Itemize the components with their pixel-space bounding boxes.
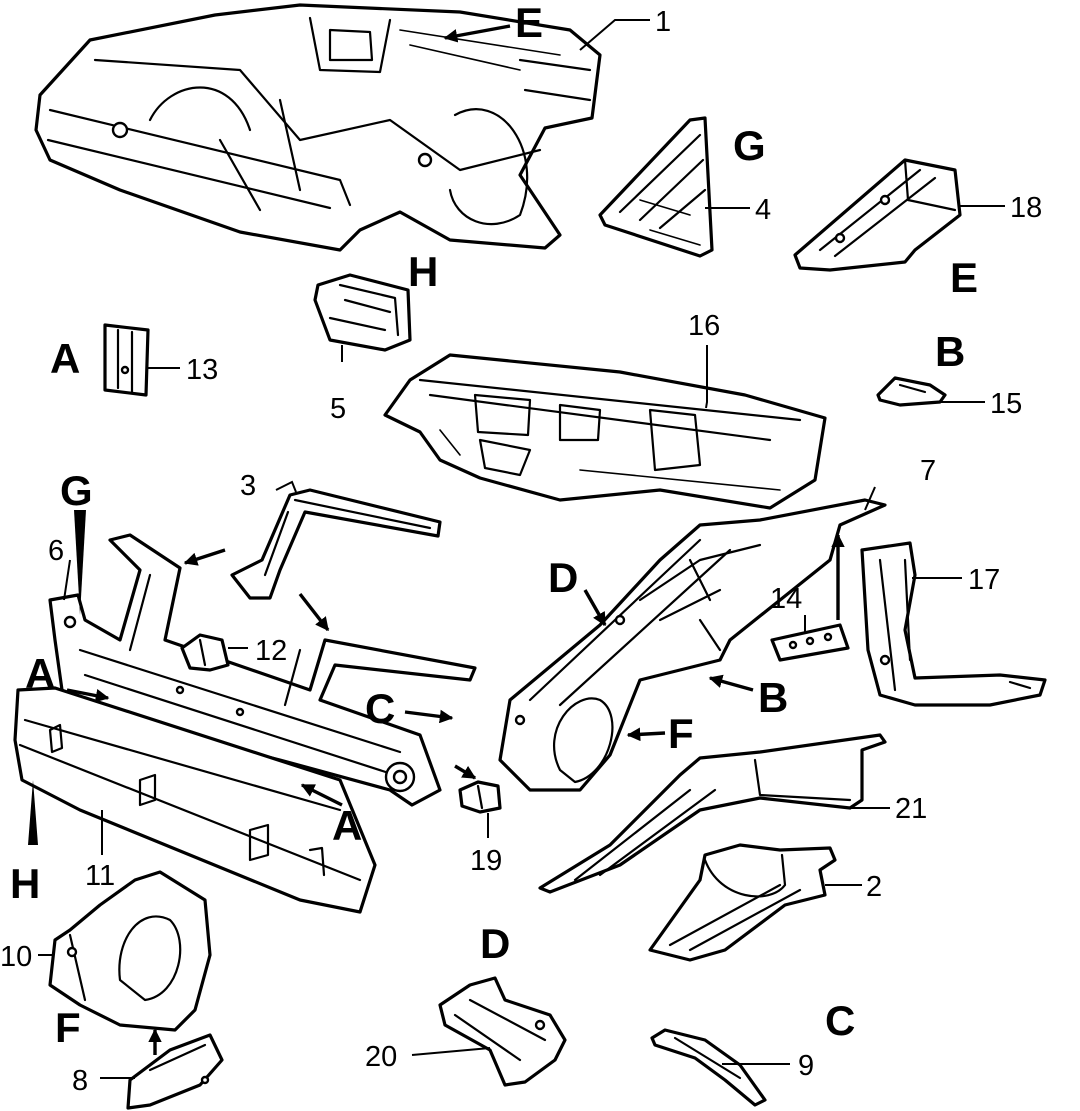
part-18-rail-extension bbox=[793, 158, 962, 272]
part-15-clip bbox=[876, 376, 947, 407]
ref-G-left: G bbox=[60, 467, 93, 514]
callout-4: 4 bbox=[755, 194, 771, 226]
ref-E-right: E bbox=[950, 254, 978, 301]
callout-1: 1 bbox=[655, 6, 671, 38]
callout-9: 9 bbox=[798, 1050, 814, 1082]
part-8-bracket bbox=[126, 1033, 224, 1110]
callout-2: 2 bbox=[866, 871, 882, 903]
reference-letters: E G E H A B G D A B C F A H D C F bbox=[10, 0, 978, 1051]
callout-16: 16 bbox=[688, 310, 720, 342]
ref-A-mid: A bbox=[25, 650, 55, 697]
reference-arrows bbox=[28, 24, 845, 1055]
ref-H-top: H bbox=[408, 248, 438, 295]
ref-H-left: H bbox=[10, 860, 40, 907]
leader-lines bbox=[38, 19, 1005, 1079]
part-14-plate bbox=[770, 623, 850, 662]
ref-A-left: A bbox=[50, 335, 80, 382]
part-4-gusset bbox=[598, 116, 714, 258]
ref-D-bottom: D bbox=[480, 920, 510, 967]
ref-F-mid: F bbox=[668, 710, 694, 757]
callout-7: 7 bbox=[920, 455, 936, 487]
part-number-callouts: 1 2 3 4 5 6 7 8 9 10 11 12 13 14 15 16 1… bbox=[0, 6, 1042, 1097]
part-17-brace bbox=[860, 541, 1047, 707]
callout-5: 5 bbox=[330, 393, 346, 425]
part-1-front-structure-assembly bbox=[34, 3, 602, 252]
callout-19: 19 bbox=[470, 845, 502, 877]
part-12-bracket bbox=[180, 633, 230, 672]
ref-F-left: F bbox=[55, 1004, 81, 1051]
callout-3: 3 bbox=[240, 470, 256, 502]
callout-12: 12 bbox=[255, 635, 287, 667]
callout-21: 21 bbox=[895, 793, 927, 825]
part-13-bracket bbox=[103, 323, 150, 397]
ref-D-mid: D bbox=[548, 554, 578, 601]
callout-8: 8 bbox=[72, 1065, 88, 1097]
part-5-bracket bbox=[313, 273, 412, 352]
part-19-clip bbox=[458, 780, 502, 814]
callout-10: 10 bbox=[0, 941, 32, 973]
part-16-dash-panel bbox=[383, 353, 827, 510]
part-2-mount bbox=[648, 843, 837, 962]
callout-15: 15 bbox=[990, 388, 1022, 420]
part-9-strap bbox=[650, 1028, 767, 1107]
callout-13: 13 bbox=[186, 354, 218, 386]
callout-14: 14 bbox=[770, 583, 802, 615]
ref-B-top: B bbox=[935, 328, 965, 375]
callout-20: 20 bbox=[365, 1041, 397, 1073]
ref-C-mid: C bbox=[365, 685, 395, 732]
part-7-apron-assembly bbox=[498, 498, 887, 792]
part-11-lower-valance bbox=[13, 686, 377, 914]
ref-A-bottom: A bbox=[332, 802, 362, 849]
callout-11: 11 bbox=[85, 860, 115, 892]
callout-18: 18 bbox=[1010, 192, 1042, 224]
part-21-rail bbox=[538, 733, 887, 894]
part-20-bracket bbox=[438, 976, 567, 1087]
part-10-wheelhouse-panel bbox=[48, 870, 212, 1032]
callout-6: 6 bbox=[48, 535, 64, 567]
ref-E-top: E bbox=[515, 0, 543, 46]
callout-17: 17 bbox=[968, 564, 1000, 596]
ref-B-mid: B bbox=[758, 674, 788, 721]
part-3-upper-tie-bar bbox=[230, 488, 442, 600]
ref-C-bottom: C bbox=[825, 997, 855, 1044]
ref-G-top: G bbox=[733, 122, 766, 169]
